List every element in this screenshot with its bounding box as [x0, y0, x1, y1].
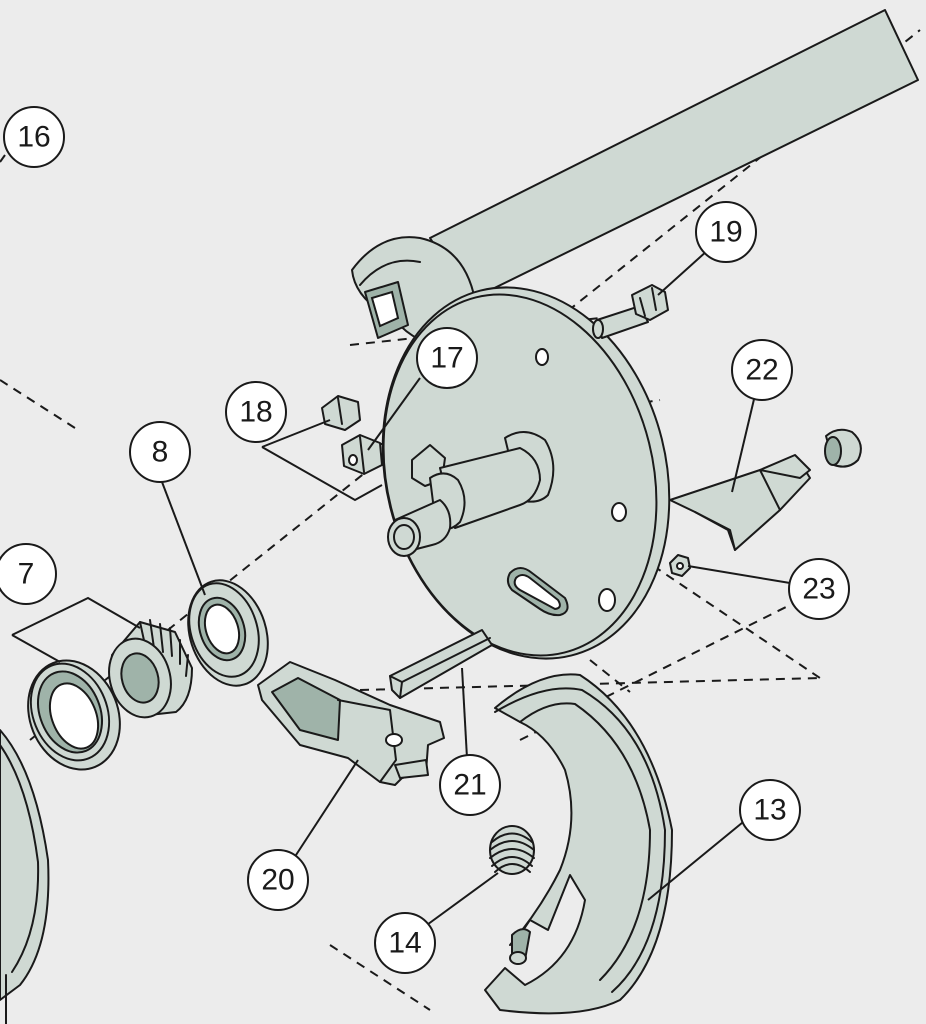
callout-20-label: 20 — [261, 864, 294, 897]
callout-13: 13 — [739, 779, 801, 841]
brake-drum-partial — [0, 729, 50, 1024]
bearing-7 — [27, 619, 193, 771]
callout-16-label: 16 — [17, 121, 50, 154]
nuts-18 — [321, 395, 383, 475]
callout-14: 14 — [374, 912, 436, 974]
spring-14 — [489, 825, 535, 875]
callout-7: 7 — [0, 543, 57, 605]
callout-20: 20 — [247, 849, 309, 911]
callout-21-label: 21 — [453, 769, 486, 802]
callout-23-label: 23 — [802, 573, 835, 606]
callout-14-label: 14 — [388, 927, 421, 960]
callout-8-label: 8 — [152, 436, 169, 469]
callout-23: 23 — [788, 558, 850, 620]
callout-22: 22 — [731, 339, 793, 401]
key-21 — [389, 629, 493, 699]
callout-18-label: 18 — [239, 396, 272, 429]
callout-17: 17 — [416, 327, 478, 389]
callout-19: 19 — [695, 201, 757, 263]
nut-23 — [669, 554, 691, 577]
callout-19-label: 19 — [709, 216, 742, 249]
spindle — [387, 431, 555, 557]
callout-7-label: 7 — [18, 558, 35, 591]
callout-13-label: 13 — [753, 794, 786, 827]
callout-8: 8 — [129, 421, 191, 483]
callouts: 16 19 17 22 18 8 7 23 — [0, 106, 850, 974]
callout-22-label: 22 — [745, 354, 778, 387]
callout-21: 21 — [439, 754, 501, 816]
wedge-22 — [669, 428, 862, 551]
callout-17-label: 17 — [430, 342, 463, 375]
leader-lines — [0, 154, 791, 931]
lever-20 — [257, 661, 445, 786]
callout-16: 16 — [3, 106, 65, 168]
axle-tube — [351, 9, 919, 347]
callout-18: 18 — [225, 381, 287, 443]
brake-shoe-13 — [484, 673, 673, 1015]
bolt-19 — [592, 284, 669, 339]
seal-8 — [187, 579, 269, 687]
